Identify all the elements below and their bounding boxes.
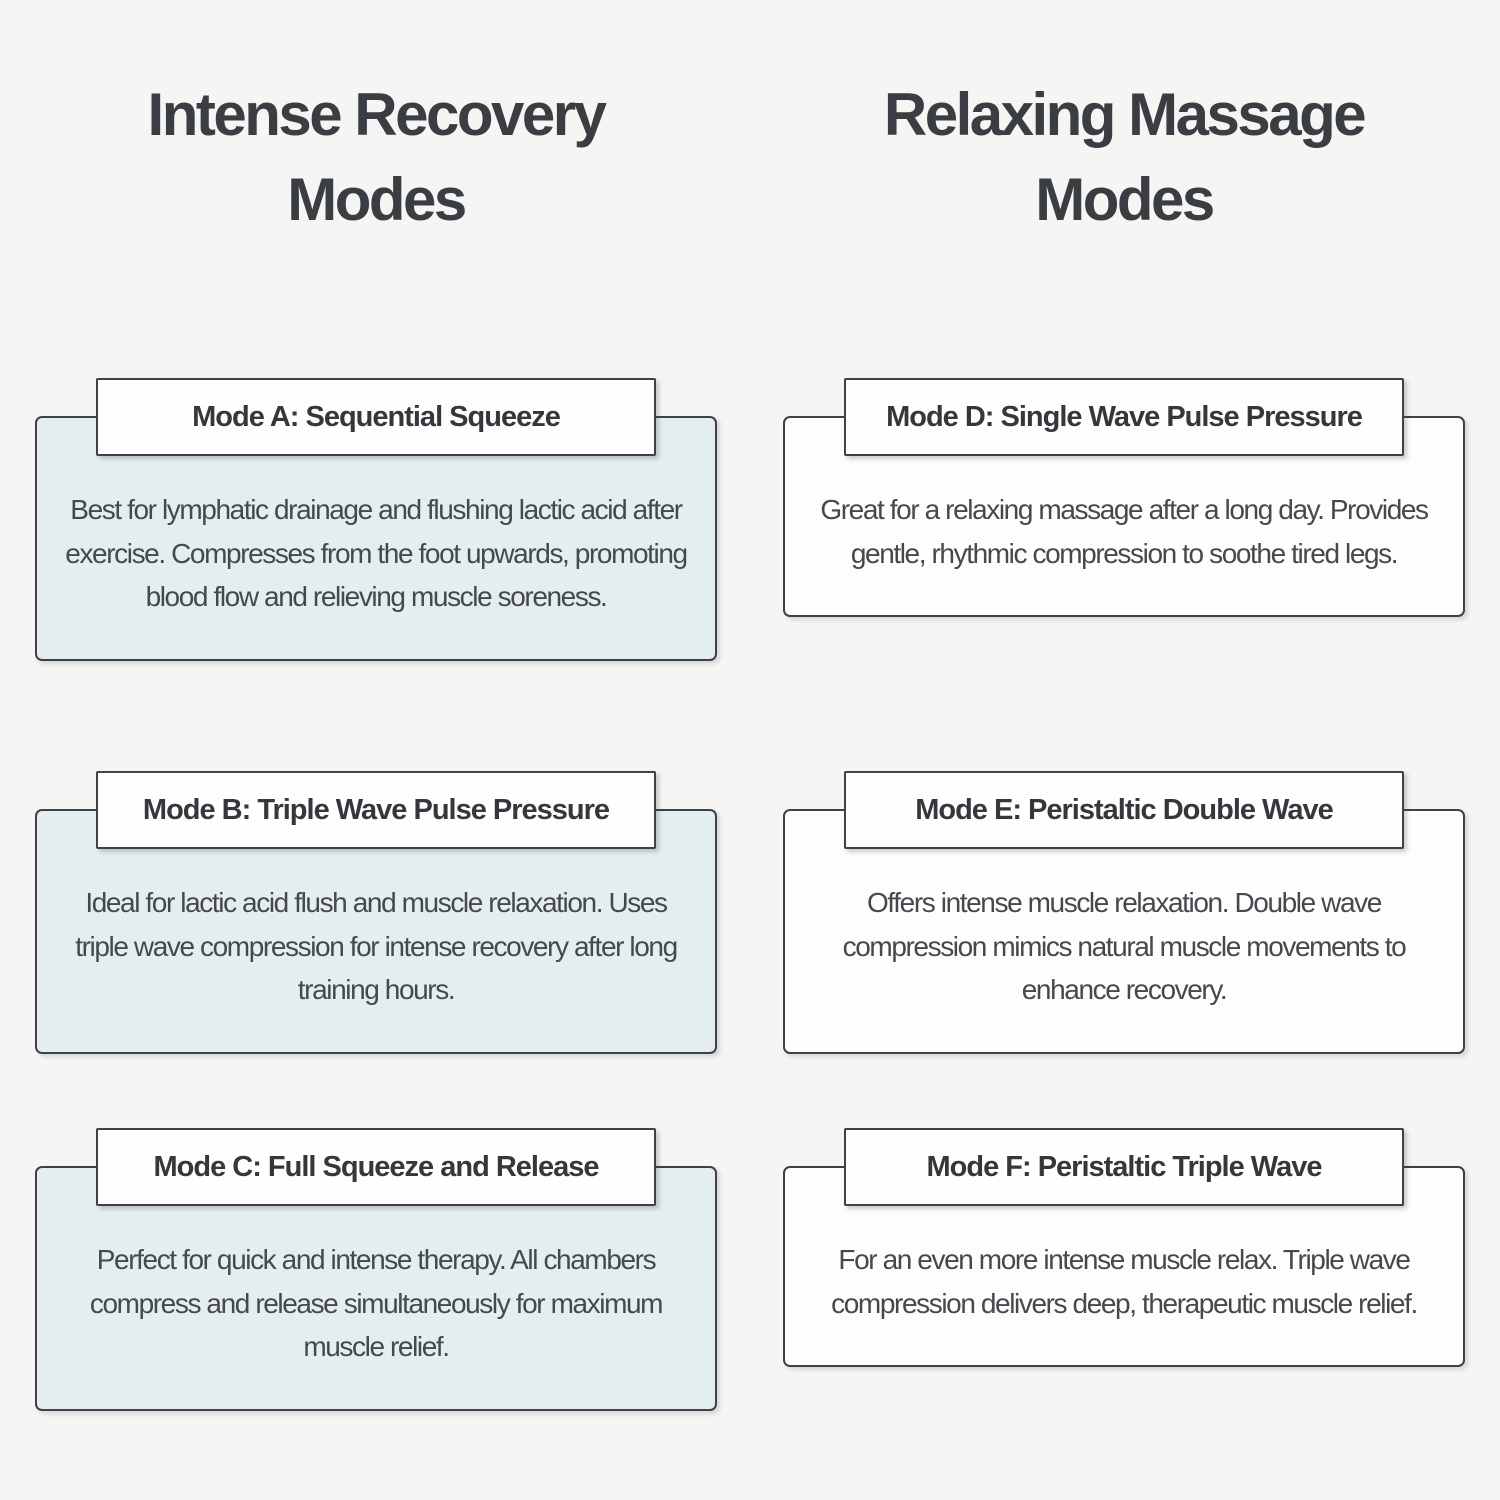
mode-card-f: Mode F: Peristaltic Triple Wave For an e… <box>783 1128 1465 1368</box>
mode-card-d-title-box: Mode D: Single Wave Pulse Pressure <box>844 378 1404 457</box>
mode-card-c-title: Mode C: Full Squeeze and Release <box>153 1150 599 1183</box>
mode-card-d: Mode D: Single Wave Pulse Pressure Great… <box>783 378 1465 618</box>
mode-card-e-description: Offers intense muscle relaxation. Double… <box>842 887 1407 1006</box>
mode-card-c: Mode C: Full Squeeze and Release Perfect… <box>35 1128 717 1411</box>
mode-card-a-description: Best for lymphatic drainage and flushing… <box>65 494 688 613</box>
mode-card-f-description: For an even more intense muscle relax. T… <box>831 1244 1418 1319</box>
mode-card-a-body-box: Best for lymphatic drainage and flushing… <box>35 416 717 661</box>
mode-card-b-description: Ideal for lactic acid flush and muscle r… <box>75 887 678 1006</box>
mode-card-b-title-box: Mode B: Triple Wave Pulse Pressure <box>96 771 656 850</box>
mode-card-c-description: Perfect for quick and intense therapy. A… <box>89 1244 664 1363</box>
mode-card-f-title: Mode F: Peristaltic Triple Wave <box>926 1150 1323 1183</box>
mode-card-b-title: Mode B: Triple Wave Pulse Pressure <box>142 793 610 826</box>
mode-card-f-title-box: Mode F: Peristaltic Triple Wave <box>844 1128 1404 1207</box>
mode-card-e-body-box: Offers intense muscle relaxation. Double… <box>783 809 1465 1054</box>
mode-card-c-body-box: Perfect for quick and intense therapy. A… <box>35 1166 717 1411</box>
mode-card-e-title: Mode E: Peristaltic Double Wave <box>915 793 1334 826</box>
column-title-relaxing-massage: Relaxing Massage Modes <box>883 81 1367 234</box>
mode-card-a: Mode A: Sequential Squeeze Best for lymp… <box>35 378 717 661</box>
mode-card-b-body-box: Ideal for lactic acid flush and muscle r… <box>35 809 717 1054</box>
mode-card-d-description: Great for a relaxing massage after a lon… <box>820 494 1429 569</box>
mode-card-e-title-box: Mode E: Peristaltic Double Wave <box>844 771 1404 850</box>
column-headers: Intense Recovery Modes Relaxing Massage … <box>35 72 1465 242</box>
mode-cards-grid: Mode A: Sequential Squeeze Best for lymp… <box>35 378 1465 1411</box>
mode-card-c-title-box: Mode C: Full Squeeze and Release <box>96 1128 656 1207</box>
column-title-intense-recovery: Intense Recovery Modes <box>147 81 607 234</box>
mode-card-d-title: Mode D: Single Wave Pulse Pressure <box>886 400 1363 433</box>
mode-card-b: Mode B: Triple Wave Pulse Pressure Ideal… <box>35 771 717 1054</box>
mode-card-a-title: Mode A: Sequential Squeeze <box>192 400 561 433</box>
mode-card-a-title-box: Mode A: Sequential Squeeze <box>96 378 656 457</box>
mode-card-e: Mode E: Peristaltic Double Wave Offers i… <box>783 771 1465 1054</box>
